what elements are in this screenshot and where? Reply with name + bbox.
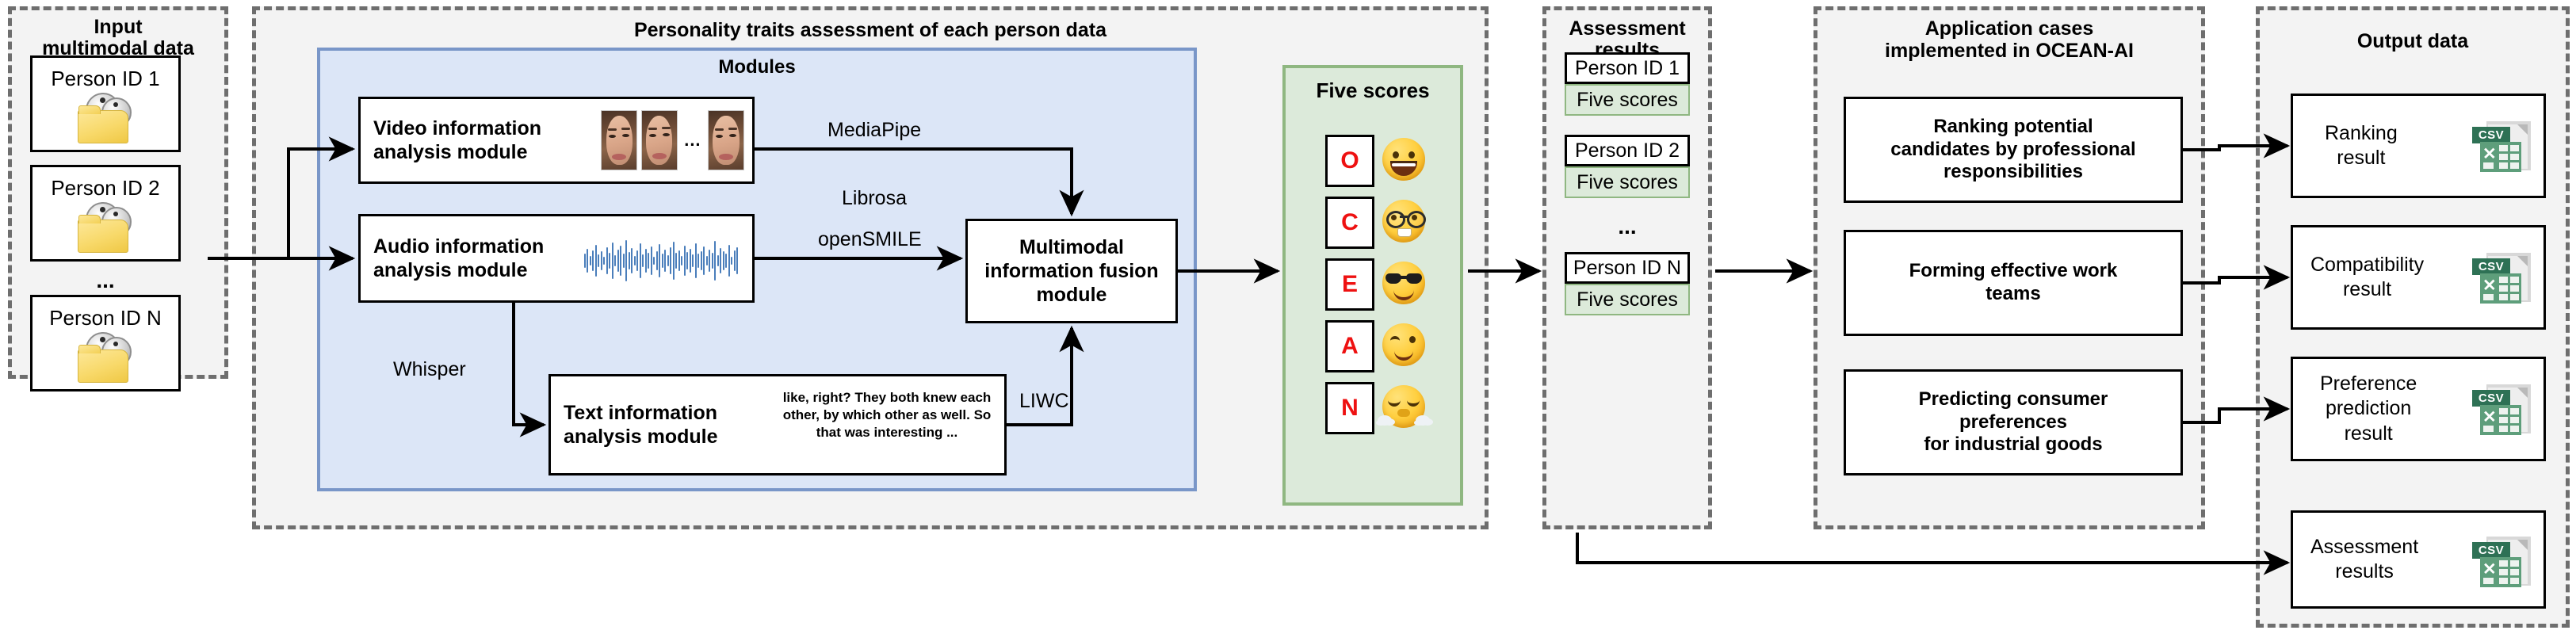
csv-file-icon: CSV ✕ (2472, 120, 2531, 174)
csv-badge-label: CSV (2472, 258, 2510, 275)
application-case-label: Predicting consumer preferences for indu… (1918, 388, 2108, 456)
sunglasses-face-emoji (1382, 262, 1425, 304)
trait-letter: A (1341, 333, 1359, 359)
trait-box-c: C (1325, 197, 1374, 249)
results-ellipsis: ... (1618, 214, 1637, 239)
csv-file-icon: CSV ✕ (2472, 251, 2531, 305)
application-case-consumer-preferences: Predicting consumer preferences for indu… (1844, 369, 2183, 476)
video-folder-icon (71, 92, 140, 145)
trait-letter: N (1341, 395, 1359, 421)
input-item-label: Person ID 1 (51, 66, 160, 90)
trait-box-o: O (1325, 135, 1374, 187)
grinning-face-emoji (1382, 138, 1425, 181)
output-label: Compatibility result (2310, 253, 2425, 300)
trait-letter: C (1341, 209, 1359, 235)
winking-face-emoji (1382, 323, 1425, 366)
result-person-id-n: Person ID N (1565, 252, 1690, 284)
input-item-2: Person ID 2 (30, 165, 181, 262)
input-item-label: Person ID 2 (51, 175, 160, 200)
application-case-ranking: Ranking potential candidates by professi… (1844, 97, 2183, 203)
trait-box-a: A (1325, 320, 1374, 372)
result-scores-1: Five scores (1565, 84, 1690, 116)
edge-label-librosa: Librosa (842, 187, 907, 209)
result-scores-label: Five scores (1577, 88, 1678, 111)
output-compatibility-result: Compatibility result CSV ✕ (2291, 225, 2546, 330)
five-scores-title: Five scores (1316, 78, 1430, 102)
edge-label-liwc: LIWC (1019, 390, 1069, 412)
video-folder-icon (71, 331, 140, 384)
panel-assessment-title: Personality traits assessment of each pe… (633, 19, 1107, 41)
application-case-teams: Forming effective work teams (1844, 230, 2183, 336)
csv-badge-label: CSV (2472, 127, 2510, 143)
transcript-text: like, right? They both knew each other, … (782, 390, 992, 440)
input-item-1: Person ID 1 (30, 55, 181, 152)
trait-letter: O (1340, 147, 1359, 174)
output-ranking-result: Ranking result CSV ✕ (2291, 94, 2546, 198)
module-text-information-analysis: Text information analysis module like, r… (548, 374, 1007, 476)
csv-badge-label: CSV (2472, 390, 2510, 407)
result-person-id-1: Person ID 1 (1565, 52, 1690, 84)
video-frame-thumbnail (708, 110, 744, 170)
edge-label-opensmile: openSMILE (818, 228, 922, 250)
module-audio-label: Audio information analysis module (373, 235, 545, 281)
edge-label-mediapipe: MediaPipe (827, 119, 922, 141)
output-preference-prediction-result: Preference prediction result CSV ✕ (2291, 357, 2546, 461)
video-folder-icon (71, 201, 140, 254)
result-scores-label: Five scores (1577, 170, 1678, 193)
result-scores-label: Five scores (1577, 288, 1678, 311)
application-case-label: Ranking potential candidates by professi… (1890, 115, 2136, 183)
input-item-label: Person ID N (49, 305, 162, 330)
steam-from-nose-face-emoji (1378, 385, 1430, 428)
face-frames: ... (601, 110, 744, 170)
result-scores-n: Five scores (1565, 284, 1690, 315)
output-label: Ranking result (2325, 121, 2398, 169)
video-frame-thumbnail (601, 110, 638, 170)
csv-badge-label: CSV (2472, 542, 2510, 559)
csv-file-icon: CSV ✕ (2472, 535, 2531, 589)
result-person-id-2: Person ID 2 (1565, 135, 1690, 166)
nerd-face-emoji (1382, 200, 1426, 243)
panel-input-title: Input multimodal data (42, 16, 194, 59)
module-audio-information-analysis: Audio information analysis module (358, 214, 755, 303)
module-fusion-label: Multimodal information fusion module (984, 236, 1159, 306)
output-assessment-results: Assessment results CSV ✕ (2291, 510, 2546, 609)
panel-output-title: Output data (2356, 30, 2469, 52)
edge-results-to-output-assessment (1576, 533, 2291, 575)
frames-ellipsis: ... (684, 130, 701, 150)
result-scores-2: Five scores (1565, 166, 1690, 198)
trait-box-n: N (1325, 382, 1374, 434)
result-person-label: Person ID N (1573, 256, 1682, 279)
modules-title: Modules (718, 56, 796, 78)
output-label: Preference prediction result (2320, 372, 2417, 445)
result-person-label: Person ID 2 (1574, 139, 1680, 162)
trait-box-e: E (1325, 258, 1374, 311)
input-ellipsis: ... (96, 268, 115, 292)
trait-letter: E (1341, 271, 1358, 297)
panel-applications-title: Application cases implemented in OCEAN-A… (1885, 17, 2134, 62)
edge-label-whisper: Whisper (393, 358, 466, 380)
application-case-label: Forming effective work teams (1909, 260, 2118, 304)
video-frame-thumbnail (640, 110, 678, 170)
module-video-information-analysis: Video information analysis module ... (358, 97, 755, 184)
input-item-n: Person ID N (30, 295, 181, 391)
module-video-label: Video information analysis module (373, 117, 542, 163)
module-multimodal-information-fusion: Multimodal information fusion module (965, 219, 1178, 323)
output-label: Assessment results (2310, 535, 2419, 582)
module-text-label: Text information analysis module (564, 402, 718, 448)
result-person-label: Person ID 1 (1574, 56, 1680, 79)
csv-file-icon: CSV ✕ (2472, 383, 2531, 437)
waveform-icon (583, 239, 738, 283)
